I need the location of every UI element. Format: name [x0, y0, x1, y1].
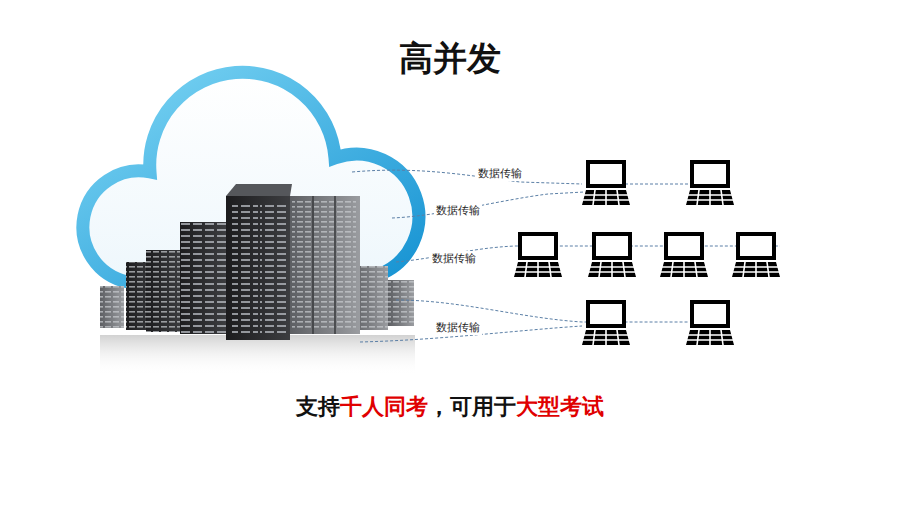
caption-highlight: 千人同考	[340, 392, 428, 422]
line-label: 数据传输	[434, 203, 482, 218]
line-label: 数据传输	[434, 320, 482, 335]
title: 高并发	[0, 36, 900, 82]
caption-highlight: 大型考试	[516, 392, 604, 422]
line-label: 数据传输	[476, 166, 524, 181]
laptop-icon	[514, 162, 780, 345]
caption-text: ，可用于	[428, 392, 516, 422]
caption-text: 支持	[296, 392, 340, 422]
line-label: 数据传输	[430, 251, 478, 266]
